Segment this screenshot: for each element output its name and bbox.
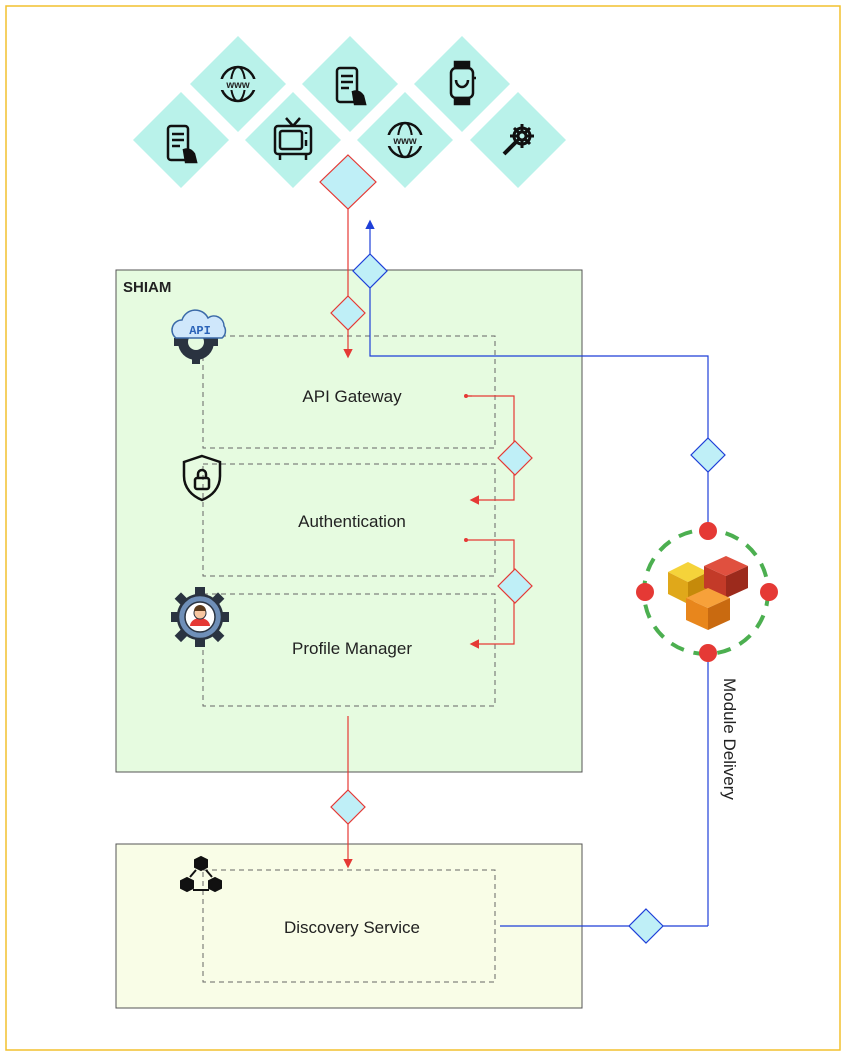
module-cubes-icon (668, 556, 748, 630)
profile-manager-box[interactable] (202, 593, 496, 707)
device-tile-tools (470, 92, 566, 188)
device-tile-web-top: www (190, 36, 286, 132)
api-gateway-label: API Gateway (302, 387, 402, 406)
globe-label: www (392, 136, 417, 147)
connector-diamond-blue-right (690, 437, 726, 473)
shiam-label: SHIAM (123, 279, 171, 296)
authentication-label: Authentication (298, 512, 406, 531)
discovery-service-label: Discovery Service (284, 918, 420, 937)
api-cloud-icon: API (171, 309, 227, 364)
tv-icon (273, 117, 313, 160)
connector-diamond-red-profile (497, 568, 533, 604)
web-globe-icon: www (218, 65, 258, 103)
smartwatch-icon (449, 60, 476, 106)
connector-diamond-red-discovery (330, 789, 366, 825)
connector-diamond-blue-top (352, 253, 388, 289)
profile-gear-icon (171, 587, 229, 647)
mobile-hand-icon (335, 66, 367, 106)
authentication-box[interactable] (202, 463, 496, 577)
client-device-tiles: www (133, 36, 566, 188)
globe-label: www (225, 80, 250, 91)
discovery-service-box[interactable] (202, 869, 496, 983)
device-tile-web-bottom: www (357, 92, 453, 188)
connector-diamond-red-shiam (330, 295, 366, 331)
web-globe-icon: www (385, 121, 425, 159)
discovery-group: Discovery Service (115, 843, 583, 1009)
request-flow-start-dots (464, 394, 468, 542)
device-tile-smartwatch (414, 36, 510, 132)
connector-diamond-blue-bottom (628, 908, 664, 944)
profile-manager-label: Profile Manager (292, 639, 412, 658)
shiam-group: SHIAM API Gateway Authentication Profile… (115, 269, 583, 773)
connector-diamond-red-auth (497, 440, 533, 476)
device-tile-mobile-top (302, 36, 398, 132)
api-gateway-box[interactable] (202, 335, 496, 449)
api-icon-text: API (189, 324, 211, 338)
device-tile-mobile-left (133, 92, 229, 188)
module-delivery-label: Module Delivery (720, 678, 739, 800)
lock-shield-icon (182, 454, 222, 502)
network-nodes-icon (180, 855, 222, 893)
connector-diamond-red-top (319, 154, 377, 210)
module-hub-ports (636, 522, 778, 662)
connector-diamonds (319, 154, 726, 944)
device-tile-tv (245, 92, 341, 188)
mobile-hand-icon (166, 124, 198, 164)
tools-icon (502, 124, 534, 156)
module-delivery-hub (636, 522, 778, 662)
